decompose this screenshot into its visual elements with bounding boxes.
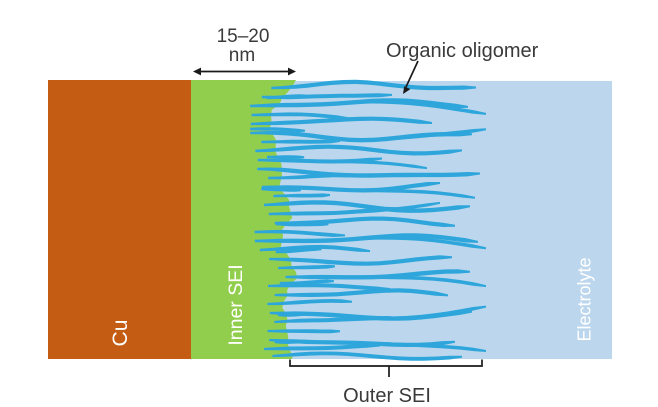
svg-text:Organic oligomer: Organic oligomer [386,40,539,62]
svg-text:Outer SEI: Outer SEI [343,385,431,407]
svg-text:Cu: Cu [109,320,132,347]
svg-text:Electrolyte: Electrolyte [575,257,595,341]
svg-text:15–20: 15–20 [217,26,270,47]
svg-text:Inner SEI: Inner SEI [225,264,247,345]
svg-text:nm: nm [229,45,255,66]
